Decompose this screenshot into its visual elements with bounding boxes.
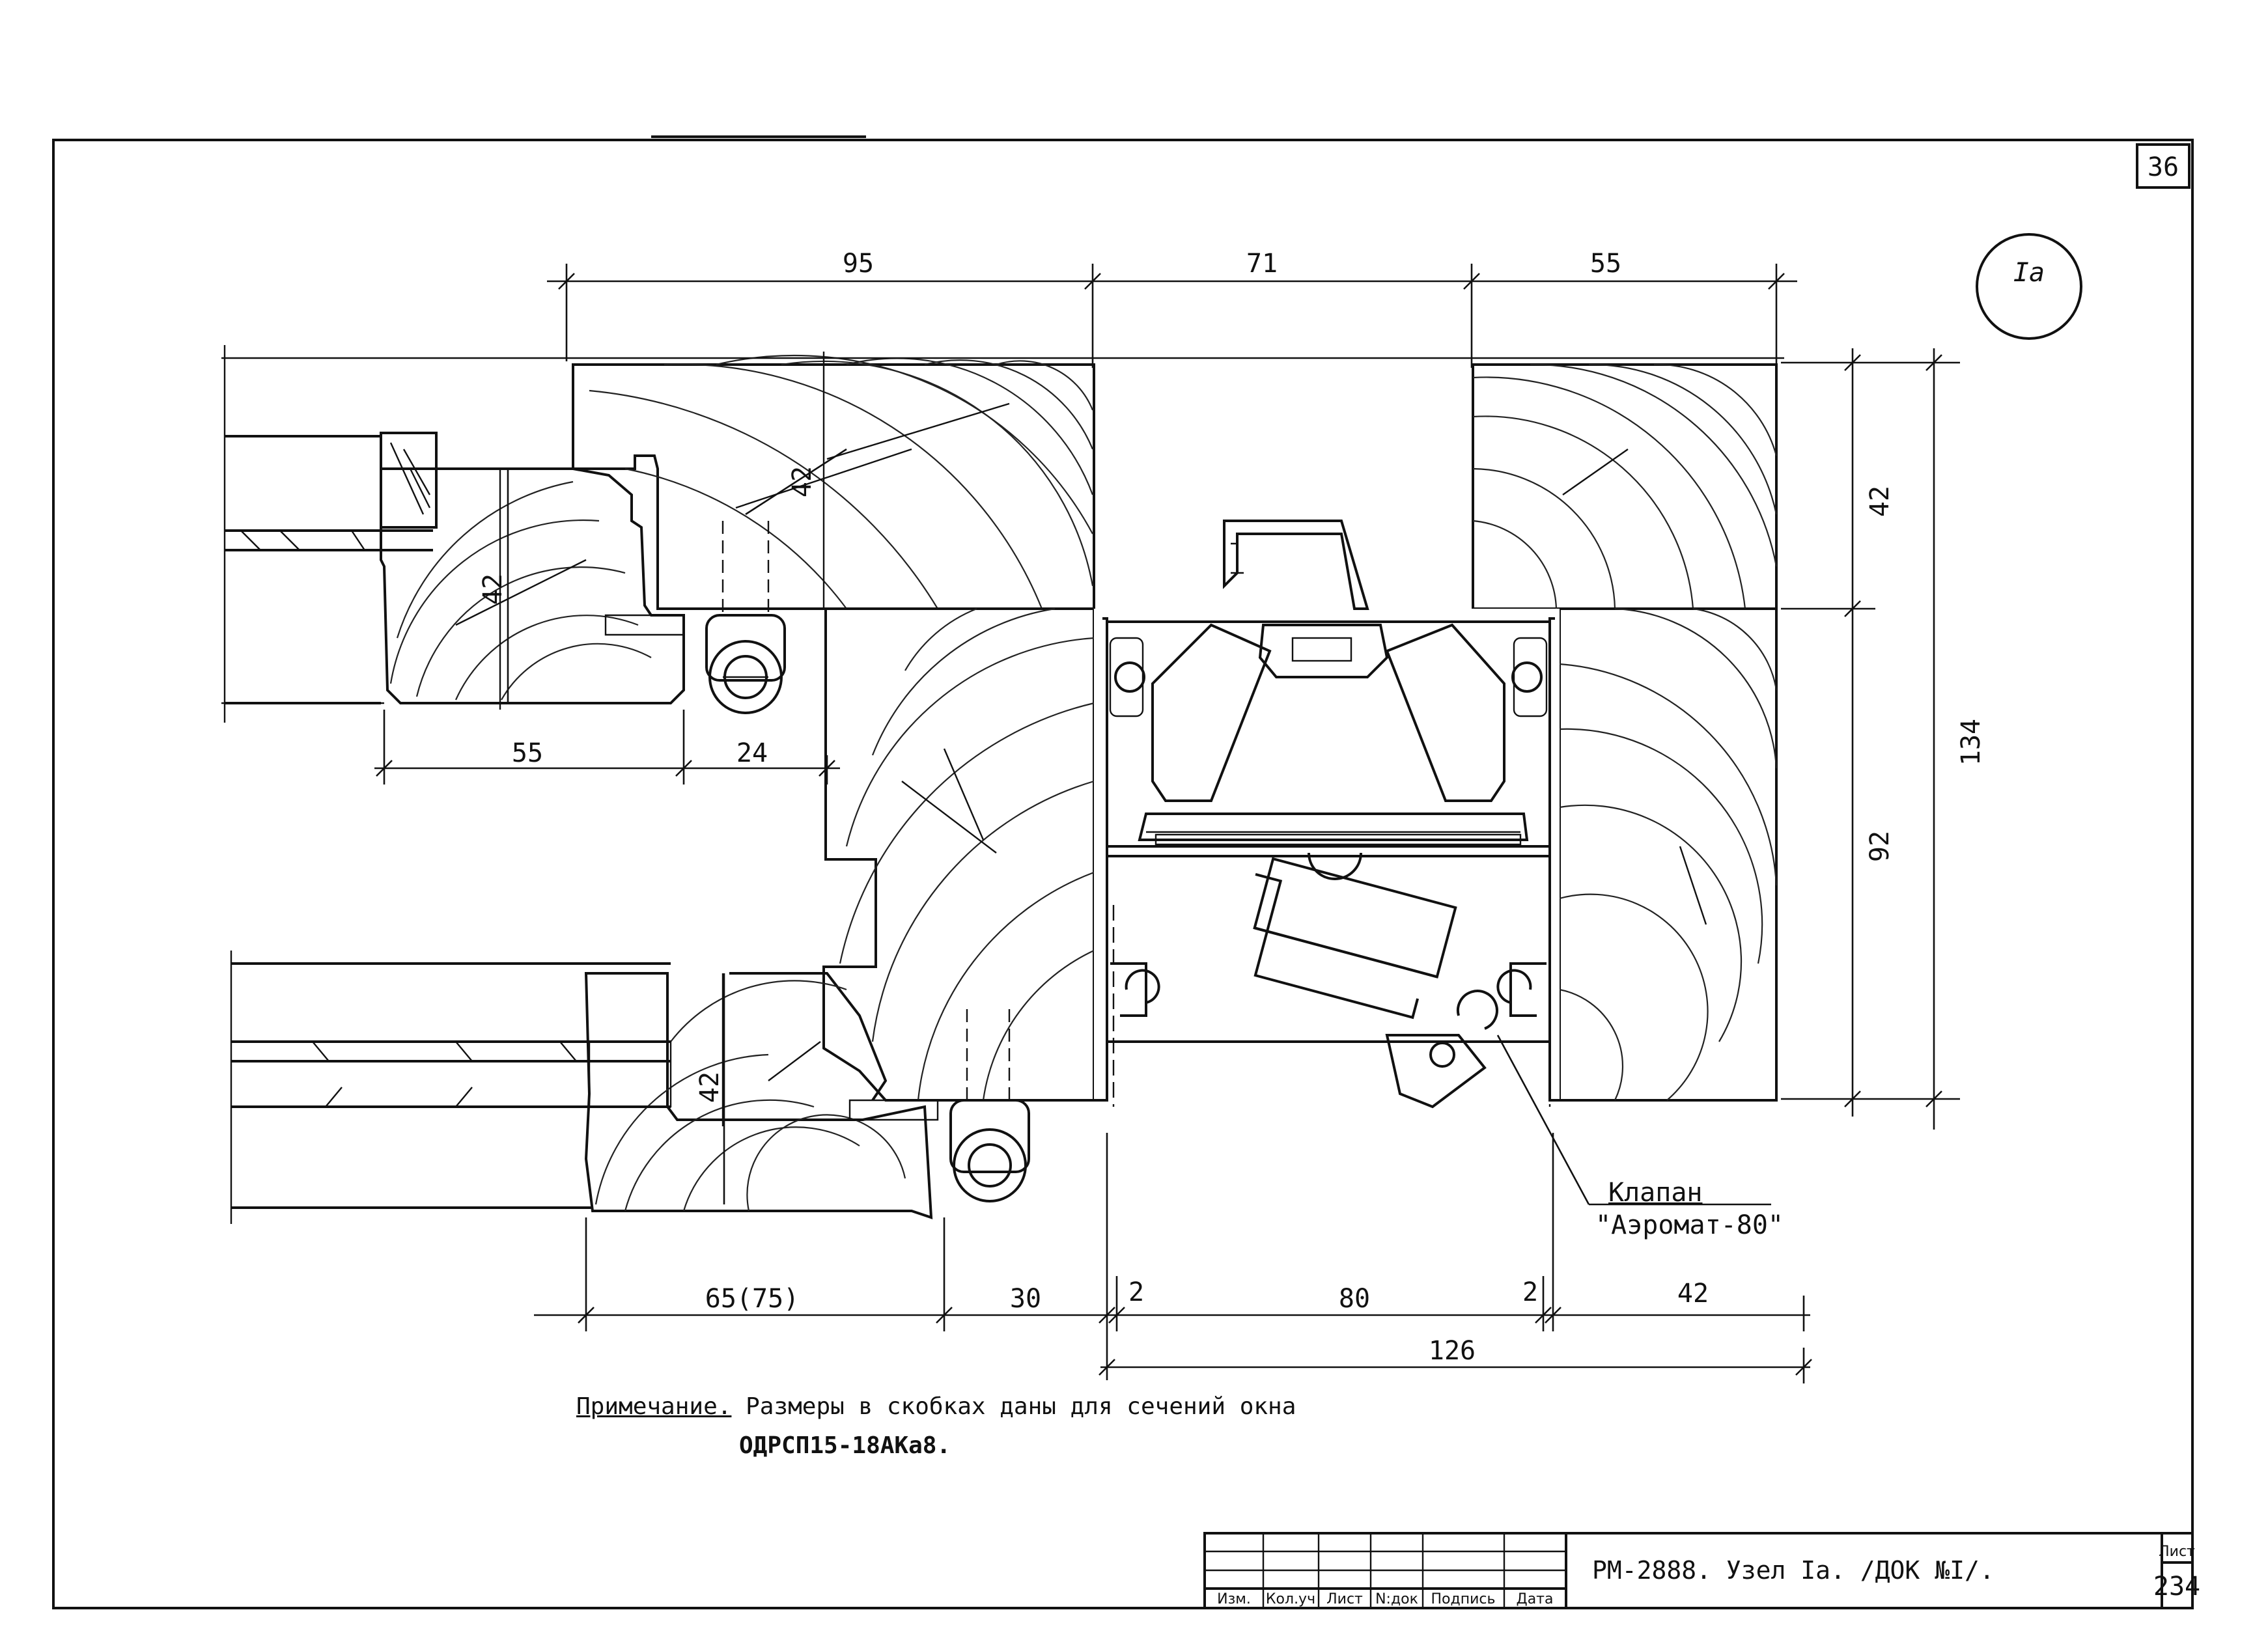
tb-header-data: Дата bbox=[1517, 1591, 1554, 1607]
upper-sash-dimensions: 55 24 bbox=[374, 710, 840, 785]
inner-dimensions: 42 42 42 bbox=[478, 448, 847, 1204]
tb-header-koluch: Кол.уч bbox=[1266, 1591, 1315, 1607]
note-text: Размеры в скобках даны для сечений окна bbox=[746, 1393, 1296, 1420]
dim-bottom-2-left: 2 bbox=[1128, 1277, 1144, 1307]
upper-sash bbox=[225, 432, 786, 714]
dim-right-134: 134 bbox=[1956, 719, 1986, 766]
frame-block-lower-right bbox=[1558, 607, 1778, 1102]
dim-top-71: 71 bbox=[1246, 249, 1278, 279]
dim-bottom-80: 80 bbox=[1339, 1284, 1370, 1314]
page-number-box: 36 bbox=[2136, 143, 2191, 189]
dim-inner-42-lower: 42 bbox=[695, 1072, 725, 1103]
tb-header-ndok: N:док bbox=[1375, 1591, 1418, 1607]
lower-sash bbox=[231, 962, 1030, 1219]
page-number: 36 bbox=[2148, 152, 2179, 182]
sheet-frame bbox=[52, 135, 2194, 1609]
tb-header-izm: Изм. bbox=[1217, 1591, 1251, 1607]
dim-bottom-2-right: 2 bbox=[1522, 1277, 1538, 1307]
dim-bottom-126: 126 bbox=[1429, 1336, 1476, 1366]
title-block: Изм. Кол.уч Лист N:док Подпись Дата Лист… bbox=[1203, 1532, 2200, 1609]
dim-bottom-65-75: 65(75) bbox=[705, 1284, 800, 1314]
note-label: Примечание. bbox=[576, 1393, 732, 1420]
frame-block-upper-right bbox=[1472, 363, 1778, 610]
dim-bottom-42: 42 bbox=[1677, 1279, 1709, 1309]
valve-unit bbox=[1042, 520, 1589, 1109]
dim-sash-24: 24 bbox=[736, 738, 768, 768]
dim-right-92: 92 bbox=[1865, 831, 1895, 862]
tb-header-podpis: Подпись bbox=[1431, 1591, 1496, 1607]
right-dimension-chain: 42 92 134 bbox=[1781, 348, 1986, 1130]
dim-inner-42-top: 42 bbox=[787, 466, 817, 497]
frame-block-center-left bbox=[822, 607, 1095, 1102]
tb-sheet-number: 234 bbox=[2153, 1572, 2200, 1602]
dim-sash-55: 55 bbox=[512, 738, 543, 768]
dim-top-55: 55 bbox=[1590, 249, 1621, 279]
note-block: Примечание. Размеры в скобках даны для с… bbox=[576, 1393, 1296, 1420]
bottom-dimension-chain: 65(75) 30 2 80 2 42 126 bbox=[534, 1133, 1812, 1383]
valve-callout: Клапан "Аэромат-80" bbox=[1496, 1035, 1784, 1240]
tb-sheet-label: Лист bbox=[2159, 1544, 2195, 1560]
title-block-title: РМ-2888. Узел Iа. /ДОК №I/. bbox=[1592, 1556, 1995, 1585]
tb-header-list: Лист bbox=[1326, 1591, 1363, 1607]
dim-bottom-30: 30 bbox=[1010, 1284, 1041, 1314]
dim-inner-42-upper: 42 bbox=[478, 574, 508, 605]
node-label-circle: Ia bbox=[1976, 233, 2082, 340]
left-extension-lines bbox=[221, 345, 1784, 1224]
frame-block-upper-left bbox=[572, 352, 1095, 610]
node-label: Ia bbox=[2013, 258, 2045, 288]
callout-line1: Клапан bbox=[1608, 1178, 1703, 1208]
callout-line2: "Аэромат-80" bbox=[1595, 1210, 1784, 1240]
note-line2: ОДРСП15-18АКа8. bbox=[739, 1432, 951, 1459]
dim-top-95: 95 bbox=[843, 249, 874, 279]
top-dimension-chain: 95 71 55 bbox=[547, 249, 1797, 368]
dim-right-42: 42 bbox=[1865, 486, 1895, 517]
